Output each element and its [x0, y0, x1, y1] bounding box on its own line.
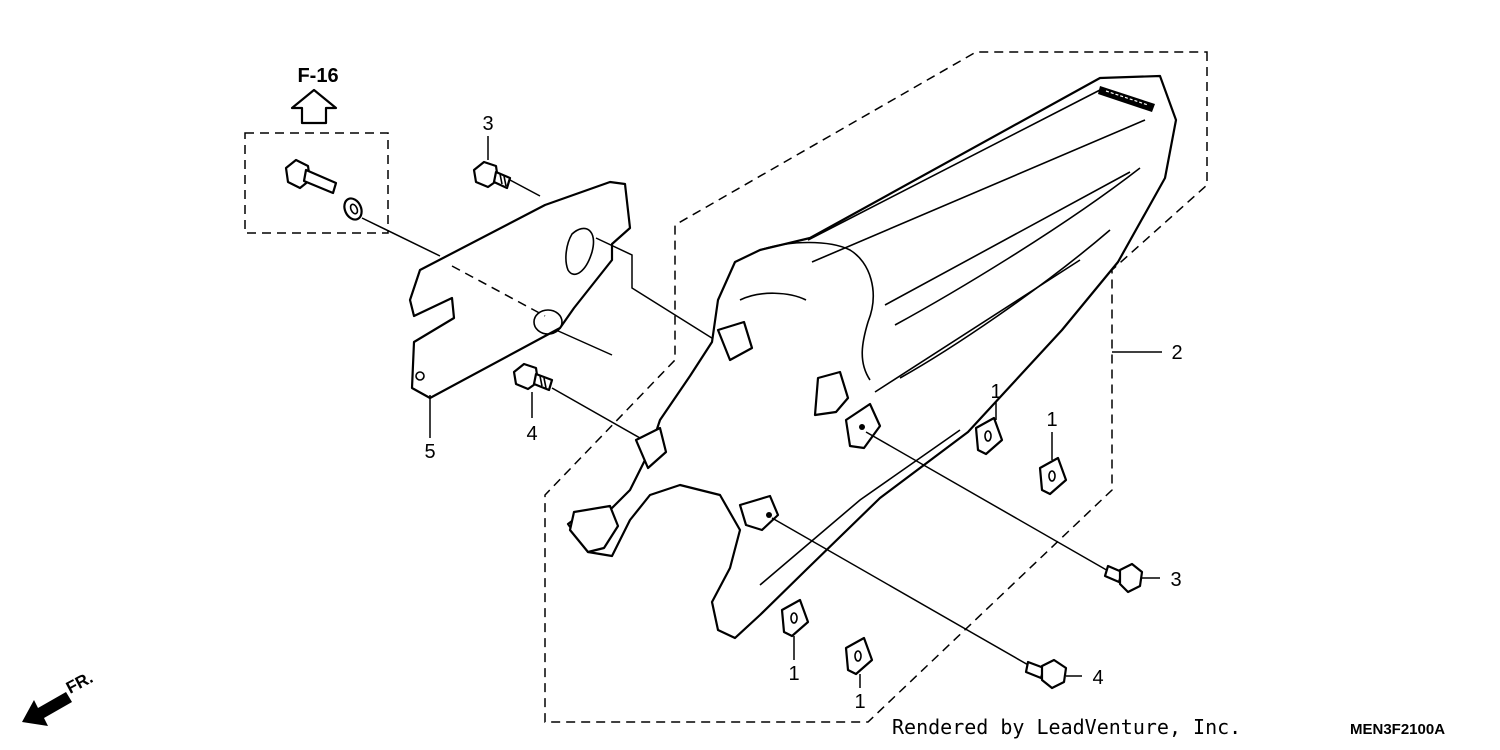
- callout-bracket: 5: [424, 441, 435, 463]
- front-direction-arrow-icon: [22, 692, 72, 726]
- clip-nut-upper-left-icon: [974, 416, 1004, 456]
- fender-hole-upper: [859, 424, 865, 430]
- bolt-right-leader: [865, 431, 1111, 573]
- callout-screw-mid: 4: [526, 423, 537, 445]
- bracket-part: [408, 180, 632, 400]
- callout-rear-fender: 2: [1171, 342, 1182, 364]
- callout-bolt-right: 3: [1170, 569, 1181, 591]
- callout-clip-lower-left: 1: [788, 663, 799, 685]
- clip-nut-upper-right-icon: [1038, 456, 1068, 496]
- callout-clip-upper-right: 1: [1046, 409, 1057, 431]
- flange-bolt-icon: [284, 158, 338, 195]
- callout-clip-upper-left: 1: [990, 381, 1001, 403]
- clip-nut-lower-right-icon: [844, 636, 874, 676]
- screw-mid-leader: [551, 387, 641, 439]
- rear-fender-outline: [544, 51, 1208, 723]
- callout-screw-lower: 4: [1092, 667, 1103, 689]
- diagram-code: MEN3F2100A: [1350, 721, 1445, 738]
- reference-label: F-16: [297, 65, 338, 87]
- fender-hole-lower: [766, 512, 772, 518]
- clip-nut-lower-left-icon: [780, 598, 810, 638]
- front-direction-label: FR.: [63, 668, 96, 698]
- bracket-centerline: [555, 329, 613, 356]
- reference-arrow-icon: [290, 88, 338, 125]
- callout-bolt-upper: 3: [482, 113, 493, 135]
- screw-mid-icon: [512, 362, 554, 392]
- screw-lower-leader: [771, 517, 1031, 667]
- washer-leader: [361, 217, 441, 257]
- flange-bolt-upper-icon: [472, 160, 512, 190]
- callout-clip-lower-right: 1: [854, 691, 865, 713]
- reference-parts-box: [244, 132, 389, 234]
- bracket-to-fender-leader: [595, 237, 716, 341]
- screw-lower-icon: [1024, 658, 1068, 690]
- flange-bolt-right-icon: [1103, 562, 1144, 594]
- rear-fender-part: [566, 74, 1178, 640]
- bolt-upper-leader: [509, 179, 541, 197]
- credit-text: Rendered by LeadVenture, Inc.: [892, 715, 1241, 739]
- washer-icon: [343, 197, 363, 221]
- bracket-dashed-line: [451, 265, 546, 317]
